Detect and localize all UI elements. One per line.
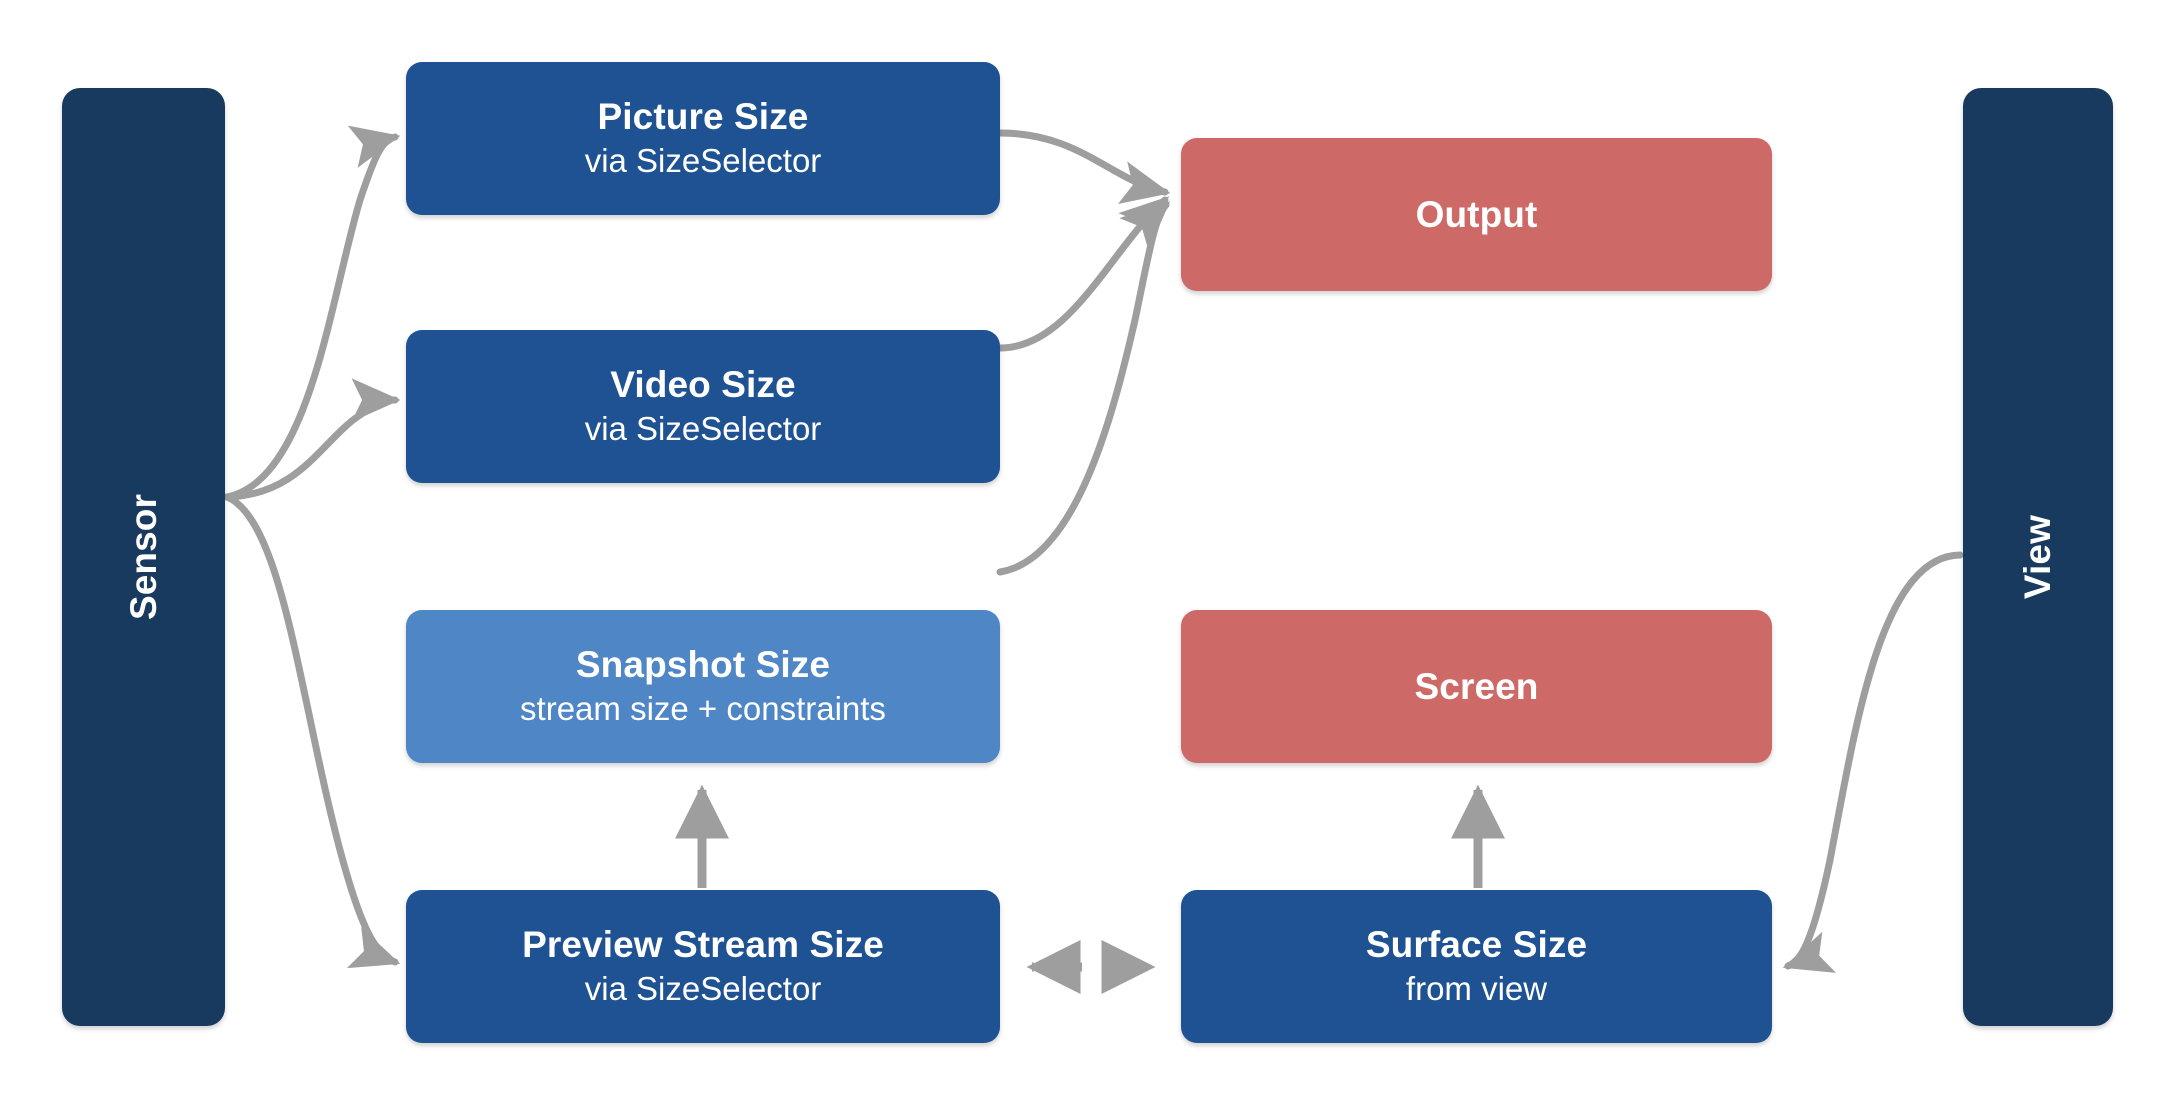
node-snapshot-size-subtitle: stream size + constraints xyxy=(520,690,886,728)
node-view-title: View xyxy=(2017,514,2059,600)
node-video-size[interactable]: Video Size via SizeSelector xyxy=(406,330,1000,483)
node-sensor[interactable]: Sensor xyxy=(62,88,225,1026)
node-surface-size-subtitle: from view xyxy=(1405,970,1548,1008)
edge-picture-size-to-output xyxy=(996,129,1171,204)
node-picture-size-subtitle: via SizeSelector xyxy=(584,142,822,180)
node-video-size-title: Video Size xyxy=(610,363,796,405)
node-screen[interactable]: Screen xyxy=(1181,610,1772,763)
node-screen-title: Screen xyxy=(1414,665,1539,707)
node-video-size-subtitle: via SizeSelector xyxy=(584,410,822,448)
node-snapshot-size[interactable]: Snapshot Size stream size + constraints xyxy=(406,610,1000,763)
edge-snapshot-size-to-output xyxy=(996,201,1171,576)
node-picture-size-title: Picture Size xyxy=(597,95,809,137)
edge-sensor-to-picture-size xyxy=(223,125,401,501)
node-surface-size-title: Surface Size xyxy=(1365,923,1588,965)
node-output[interactable]: Output xyxy=(1181,138,1772,291)
edge-sensor-to-video-size xyxy=(223,378,401,501)
node-sensor-title: Sensor xyxy=(122,493,164,621)
node-surface-size[interactable]: Surface Size from view xyxy=(1181,890,1772,1043)
node-view[interactable]: View xyxy=(1963,88,2113,1026)
node-picture-size[interactable]: Picture Size via SizeSelector xyxy=(406,62,1000,215)
edge-video-size-to-output xyxy=(996,196,1170,352)
edge-view-to-surface-size xyxy=(1782,551,1964,973)
node-snapshot-size-title: Snapshot Size xyxy=(575,643,831,685)
node-preview-stream-size-subtitle: via SizeSelector xyxy=(584,970,822,1008)
node-preview-stream-size-title: Preview Stream Size xyxy=(522,923,884,965)
edge-sensor-to-preview-stream-size xyxy=(223,493,401,969)
node-preview-stream-size[interactable]: Preview Stream Size via SizeSelector xyxy=(406,890,1000,1043)
node-output-title: Output xyxy=(1415,193,1538,235)
